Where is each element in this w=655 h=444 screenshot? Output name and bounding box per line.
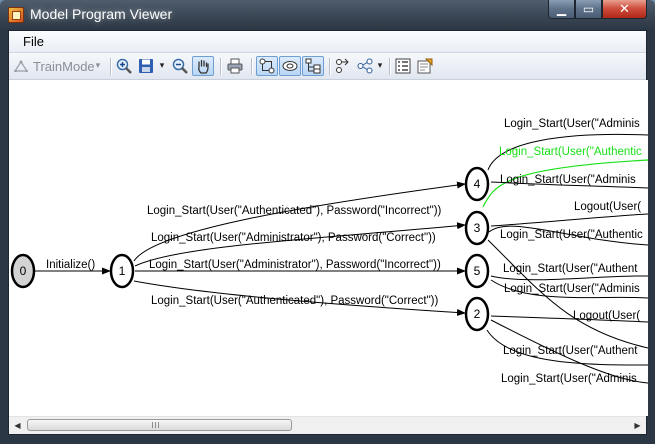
direction-icon (336, 58, 349, 73)
print-button[interactable] (225, 56, 245, 76)
edge-5-out-a[interactable] (490, 275, 648, 281)
state-graph: Initialize() Login_Start(User("Authentic… (10, 118, 648, 385)
state-node[interactable] (109, 253, 135, 289)
properties-button[interactable] (415, 56, 435, 76)
edge-label[interactable]: Login_Start(User("Adminis (504, 283, 640, 295)
edge-3-out-c[interactable] (487, 239, 648, 349)
edge-1-2[interactable] (133, 280, 466, 316)
train-mode-label: TrainMode (33, 58, 95, 74)
layout-button[interactable] (355, 56, 375, 76)
train-mode-dropdown[interactable]: TrainMode ▾ (31, 56, 109, 76)
edge-label[interactable]: Initialize() (46, 259, 95, 271)
edge-label-layer: Initialize() Login_Start(User("Authentic… (46, 118, 643, 385)
properties-icon (417, 58, 433, 74)
scrollbar-thumb[interactable] (27, 419, 292, 431)
edge-3-out-a[interactable] (490, 213, 648, 227)
menu-file[interactable]: File (23, 34, 44, 49)
transitions-icon (259, 58, 275, 74)
edge-label[interactable]: Logout(User( (574, 201, 641, 213)
toolbar-separator (220, 58, 222, 75)
toolbar-separator (251, 58, 253, 75)
app-icon[interactable] (8, 7, 24, 23)
edge-2-out-b[interactable] (486, 329, 648, 366)
state-node[interactable] (464, 210, 490, 246)
title-bar[interactable]: Model Program Viewer ▁ ▭ ✕ (0, 0, 655, 30)
state-node-label: 0 (20, 264, 27, 278)
state-node[interactable] (464, 296, 490, 332)
edge-1-4[interactable] (133, 181, 466, 262)
edge-label[interactable]: Login_Start(User("Authentic (500, 229, 643, 241)
save-icon (139, 59, 153, 73)
edge-label[interactable]: Login_Start(User("Adminis (500, 174, 636, 186)
state-node-label: 4 (474, 177, 481, 191)
edge-4-out-a[interactable] (487, 133, 648, 171)
zoom-in-button[interactable] (114, 56, 134, 76)
state-icon (282, 61, 298, 71)
horizontal-scrollbar[interactable]: ◀ ▶ (9, 416, 646, 434)
graph-canvas[interactable]: Initialize() Login_Start(User("Authentic… (9, 80, 648, 416)
scroll-left-button[interactable]: ◀ (14, 421, 21, 430)
maximize-button[interactable]: ▭ (575, 0, 602, 19)
edge-3-out-active[interactable] (482, 159, 648, 208)
edge-label[interactable]: Login_Start(User("Adminis (504, 118, 640, 130)
zoom-out-button[interactable] (170, 56, 190, 76)
state-node-label: 1 (119, 264, 126, 278)
state-node-label: 3 (474, 221, 481, 235)
edge-4-out-b[interactable] (490, 181, 648, 189)
state-node[interactable] (464, 166, 490, 202)
direction-button[interactable] (333, 56, 353, 76)
toolbar-separator (110, 58, 112, 75)
zoom-out-icon (172, 58, 188, 74)
window-title: Model Program Viewer (30, 6, 173, 22)
state-node[interactable] (464, 253, 490, 289)
chevron-down-icon: ▾ (377, 61, 383, 71)
toolbar: TrainMode ▾ ▾ (9, 53, 646, 80)
edge-label[interactable]: Login_Start(User("Authenticated"), Passw… (151, 295, 438, 307)
edge-label[interactable]: Login_Start(User("Adminis (501, 373, 637, 385)
train-mode-icon (13, 56, 29, 76)
edge-label-active[interactable]: Login_Start(User("Authentic (499, 146, 642, 158)
state-node-initial[interactable] (10, 253, 36, 289)
node-layer: 0 1 2 3 4 5 (10, 166, 490, 332)
edge-label[interactable]: Login_Start(User("Administrator"), Passw… (151, 232, 436, 244)
state-node-label: 2 (474, 307, 481, 321)
combine-actions-toggle[interactable] (256, 56, 278, 76)
close-button[interactable]: ✕ (602, 0, 647, 19)
hand-icon (198, 59, 209, 74)
edge-label[interactable]: Logout(User( (573, 310, 640, 322)
edge-label[interactable]: Login_Start(User("Authenticated"), Passw… (147, 205, 442, 217)
list-icon (395, 58, 411, 74)
layout-dropdown[interactable]: ▾ (375, 56, 385, 76)
chevron-down-icon: ▾ (95, 61, 101, 71)
client-area: File TrainMode ▾ ▾ (8, 30, 648, 435)
menu-bar: File (9, 31, 646, 53)
toolbar-separator (329, 58, 331, 75)
edge-1-3[interactable] (134, 222, 466, 267)
loops-toggle[interactable] (302, 56, 324, 76)
toolbar-separator (389, 58, 391, 75)
pan-button[interactable] (192, 56, 214, 76)
state-node-label: 5 (474, 264, 481, 278)
state-list-button[interactable] (393, 56, 413, 76)
edge-label[interactable]: Login_Start(User("Authent (503, 345, 638, 357)
edge-label[interactable]: Login_Start(User("Authent (503, 263, 638, 275)
tree-icon (305, 58, 321, 74)
minimize-button[interactable]: ▁ (548, 0, 575, 19)
edge-2-out-c[interactable] (490, 319, 648, 384)
edge-3-out-b[interactable] (488, 225, 648, 246)
edge-layer (35, 133, 648, 384)
zoom-in-icon (116, 58, 132, 74)
printer-icon (227, 58, 243, 74)
chevron-down-icon: ▾ (159, 61, 165, 71)
state-values-toggle[interactable] (279, 56, 301, 76)
save-button[interactable] (136, 56, 156, 76)
edge-5-out-b[interactable] (490, 279, 648, 299)
scroll-right-button[interactable]: ▶ (634, 421, 641, 430)
save-dropdown[interactable]: ▾ (157, 56, 167, 76)
graph-layout-icon (357, 58, 373, 74)
window-controls: ▁ ▭ ✕ (548, 0, 647, 20)
edge-label[interactable]: Login_Start(User("Administrator"), Passw… (149, 259, 441, 271)
